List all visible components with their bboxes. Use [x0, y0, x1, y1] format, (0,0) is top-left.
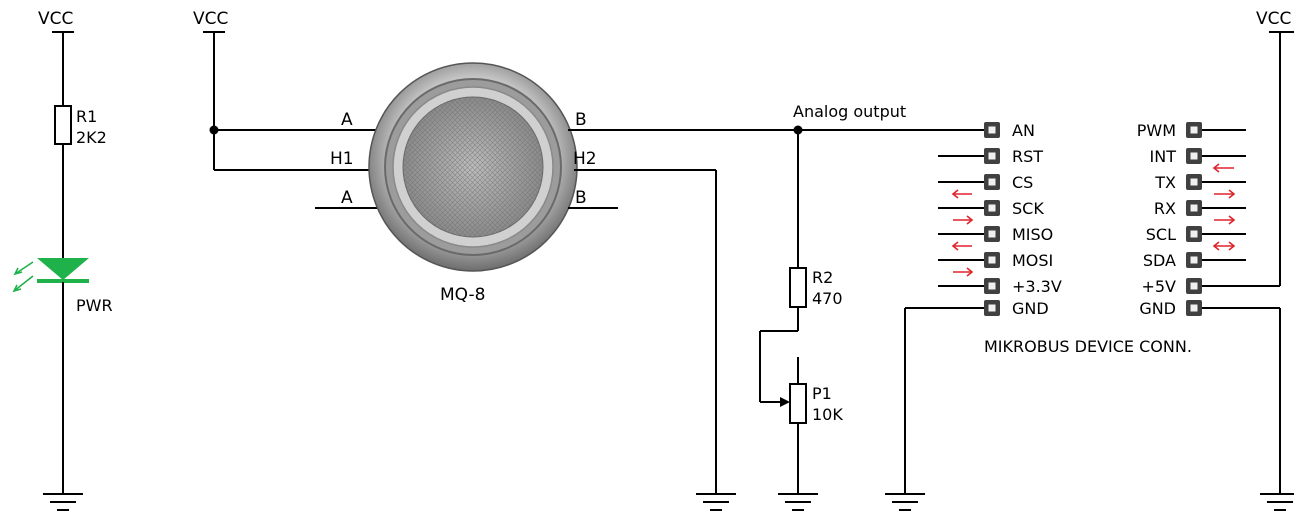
pin-h1: H1 — [330, 149, 354, 169]
ground-icon — [43, 493, 83, 511]
ground-icon — [778, 493, 818, 511]
r2-value: 470 — [812, 289, 843, 308]
pin-label-cs: CS — [1012, 173, 1033, 192]
left-pin-column — [984, 122, 1000, 316]
right-pin-column — [1186, 122, 1202, 316]
pin-label-gnd-left: GND — [1012, 299, 1049, 318]
arrow-right-icon — [1214, 215, 1236, 225]
connector-title: MIKROBUS DEVICE CONN. — [984, 337, 1192, 356]
arrow-right-icon — [1214, 189, 1236, 199]
pin-label-rx: RX — [1154, 199, 1176, 218]
pin-label-pwm: PWM — [1137, 121, 1176, 140]
arrow-left-icon — [1212, 163, 1234, 173]
arrow-right-icon — [953, 267, 974, 277]
vcc-label-mid: VCC — [193, 9, 228, 29]
arrow-left-icon — [951, 241, 972, 251]
r1-name: R1 — [76, 107, 97, 126]
pin-label-mosi: MOSI — [1012, 251, 1053, 270]
pin-label-3v3: +3.3V — [1012, 277, 1062, 296]
led-pwr-icon — [37, 258, 89, 280]
sensor-name: MQ-8 — [440, 285, 485, 305]
r2-name: R2 — [812, 268, 833, 287]
led-label: PWR — [76, 296, 113, 315]
pin-label-scl: SCL — [1146, 225, 1176, 244]
divider-section: Analog output R2 470 P1 10K — [759, 102, 906, 511]
arrow-bidirectional-icon — [1212, 241, 1236, 251]
pin-h2: H2 — [573, 149, 597, 169]
resistor-r1 — [54, 105, 72, 145]
mikrobus-connector: AN RST CS SCK MISO MOSI +3.3V GND PWM IN… — [885, 9, 1294, 511]
pin-label-sck: SCK — [1012, 199, 1044, 218]
pin-label-int: INT — [1150, 147, 1177, 166]
pin-label-an: AN — [1012, 121, 1035, 140]
pin-a-top: A — [341, 110, 353, 130]
led-light-arrows-icon — [12, 261, 34, 293]
pin-label-miso: MISO — [1012, 225, 1053, 244]
analog-output-label: Analog output — [793, 102, 906, 121]
ground-icon — [885, 493, 925, 511]
pin-b-top: B — [575, 110, 587, 130]
vcc-label-right: VCC — [1256, 9, 1291, 29]
ground-icon — [696, 493, 736, 511]
pin-b-bottom: B — [575, 188, 587, 208]
pin-label-tx: TX — [1154, 173, 1176, 192]
pin-a-bottom: A — [341, 188, 353, 208]
arrow-right-icon — [953, 215, 974, 225]
pin-label-rst: RST — [1012, 147, 1043, 166]
vcc-label-left: VCC — [38, 9, 73, 29]
pin-label-sda: SDA — [1143, 251, 1176, 270]
potentiometer-p1 — [789, 383, 807, 424]
r1-value: 2K2 — [76, 128, 107, 147]
pin-label-gnd-right: GND — [1139, 299, 1176, 318]
p1-name: P1 — [812, 384, 832, 403]
pin-label-5v: +5V — [1141, 277, 1176, 296]
p1-value: 10K — [812, 405, 843, 424]
sensor-section: VCC A H1 A MQ-8 B H2 B — [193, 9, 985, 511]
wiper-arrow-icon — [780, 397, 790, 407]
ground-icon — [1260, 493, 1294, 511]
resistor-r2 — [789, 267, 807, 308]
arrow-left-icon — [951, 189, 972, 199]
mq8-sensor-icon — [368, 62, 578, 272]
led-branch: VCC R1 2K2 PWR — [12, 9, 113, 511]
